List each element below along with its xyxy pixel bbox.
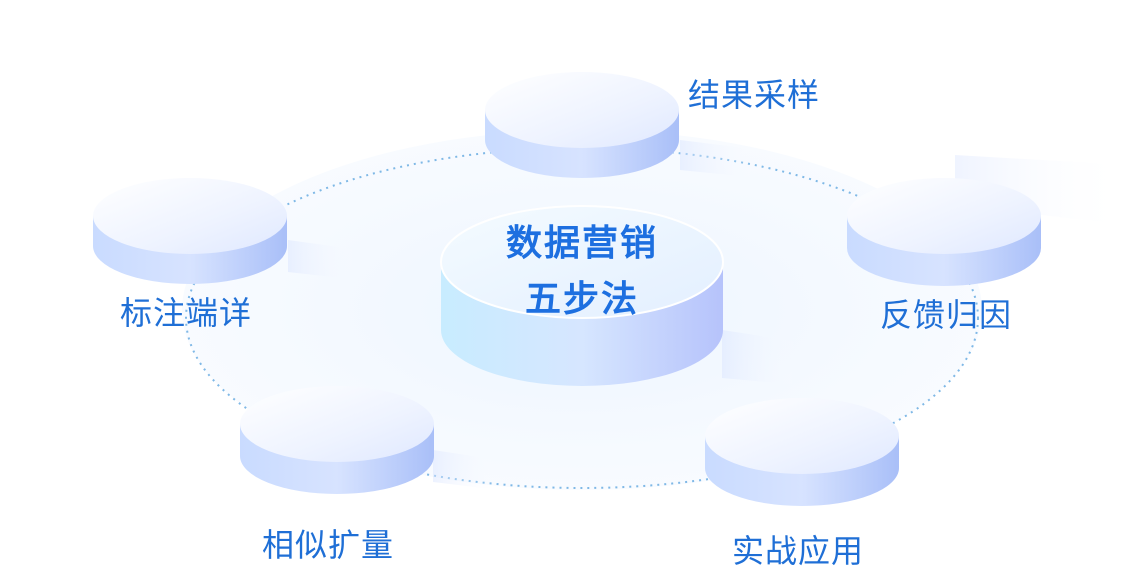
disk-sampling bbox=[485, 72, 760, 178]
disk-expansion bbox=[240, 386, 500, 494]
step-label-expansion: 相似扩量 bbox=[262, 526, 395, 564]
disk-labeling bbox=[93, 178, 360, 284]
disk-attribution bbox=[847, 178, 1041, 286]
step-label-labeling: 标注端详 bbox=[120, 294, 253, 332]
step-label-attribution: 反馈归因 bbox=[880, 296, 1013, 334]
center-title-line1: 数据营销 bbox=[505, 223, 658, 264]
center-disk bbox=[440, 205, 800, 386]
center-title-line2: 五步法 bbox=[524, 279, 639, 320]
step-label-application: 实战应用 bbox=[732, 532, 865, 570]
disk-application bbox=[705, 398, 899, 506]
step-label-sampling: 结果采样 bbox=[688, 76, 821, 114]
